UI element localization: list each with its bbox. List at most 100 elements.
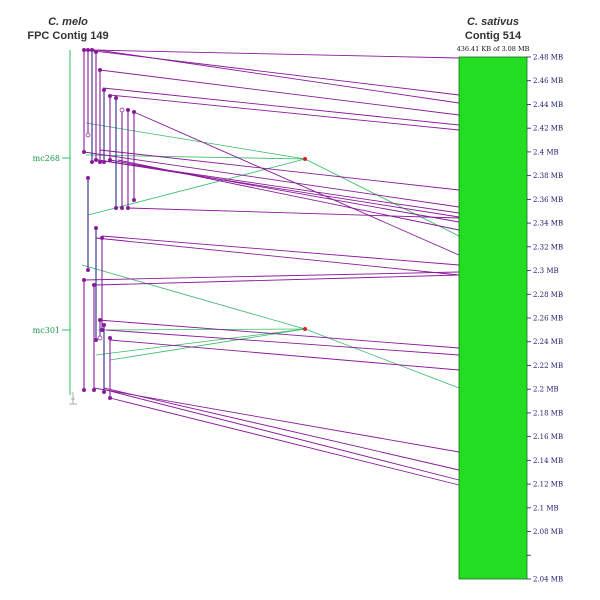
synteny-link-line xyxy=(83,151,460,208)
marker-label-mc268: mc268 xyxy=(33,154,60,163)
clone-end-dot xyxy=(82,388,86,392)
synteny-link-line xyxy=(95,274,460,286)
clone-end-dot xyxy=(98,318,102,322)
clone-end-dot xyxy=(90,160,94,164)
synteny-link-line xyxy=(103,160,460,218)
right-contig-title: Contig 514 xyxy=(465,30,522,42)
clone-end-dot xyxy=(82,150,86,154)
marker-hit-point xyxy=(303,327,307,331)
scale-tick-label: 2.22 MB xyxy=(533,362,563,370)
synteny-link-line xyxy=(105,389,460,481)
clone-end-dot xyxy=(94,338,98,342)
marker-link-line xyxy=(85,122,306,160)
synteny-link-line xyxy=(99,149,460,191)
marker-label-mc301: mc301 xyxy=(33,326,60,335)
clone-end-dot xyxy=(86,268,90,272)
synteny-link-line xyxy=(97,319,460,349)
scale-tick-label: 2.4 MB xyxy=(533,148,559,156)
clone-end-dot xyxy=(132,198,136,202)
clone-end-dot xyxy=(108,336,112,340)
scale-tick-label: 2.38 MB xyxy=(533,172,563,180)
clone-end-dot xyxy=(114,206,118,210)
synteny-link-line xyxy=(109,94,460,131)
clone-end-dot xyxy=(102,160,106,164)
synteny-link-line xyxy=(95,237,460,276)
marker-link-line xyxy=(304,328,460,389)
clone-end-dot xyxy=(126,108,130,112)
clone-end-dot xyxy=(98,160,102,164)
synteny-link-line xyxy=(109,339,460,371)
clone-open-end xyxy=(119,107,125,113)
scale-tick-label: 2.18 MB xyxy=(533,409,563,417)
left-contig-title: FPC Contig 149 xyxy=(27,30,108,42)
clone-end-dot xyxy=(114,96,118,100)
clone-end-dot xyxy=(90,48,94,52)
clone-end-dot xyxy=(120,206,124,210)
contig-bar xyxy=(458,56,528,580)
scale-tick-label: 2.36 MB xyxy=(533,196,563,204)
scale-tick-label: 2.04 MB xyxy=(533,576,563,584)
scale-tick-label: 2.44 MB xyxy=(533,101,563,109)
synteny-link-line xyxy=(97,49,460,104)
synteny-link-line xyxy=(93,387,460,453)
scale-tick-label: 2.3 MB xyxy=(533,267,559,275)
clone-end-dot xyxy=(94,226,98,230)
clone-open-end xyxy=(85,132,91,138)
clone-end-dot xyxy=(98,68,102,72)
clone-end-dot xyxy=(108,94,112,98)
scale-tick-label: 2.24 MB xyxy=(533,338,563,346)
clone-end-dot xyxy=(126,206,130,210)
synteny-link-line xyxy=(109,397,460,486)
synteny-link-line xyxy=(127,207,460,219)
synteny-link-line xyxy=(117,159,460,231)
scale-tick-label: 2.34 MB xyxy=(533,220,563,228)
clone-end-dot xyxy=(102,390,106,394)
scale-tick-label: 2.32 MB xyxy=(533,243,563,251)
clone-end-dot xyxy=(82,48,86,52)
scale-tick-label: 2.28 MB xyxy=(533,291,563,299)
scale-tick-label: 2.14 MB xyxy=(533,457,563,465)
scale-tick-label: 2.1 MB xyxy=(533,504,559,512)
clone-open-end xyxy=(97,335,103,341)
scale-tick-label: 2.42 MB xyxy=(533,125,563,133)
scale-tick-label: 2.16 MB xyxy=(533,433,563,441)
clone-end-dot xyxy=(86,176,90,180)
clone-end-dot xyxy=(102,323,106,327)
left-map-structure: mc268 mc301 xyxy=(33,50,77,405)
clone-end-dot xyxy=(108,158,112,162)
marker-link-line xyxy=(87,158,306,216)
clone-end-dot xyxy=(92,388,96,392)
clone-end-dot xyxy=(94,158,98,162)
scale-tick-label: 2.12 MB xyxy=(533,481,563,489)
scale-ticks: 2.48 MB2.46 MB2.44 MB2.42 MB2.4 MB2.38 M… xyxy=(527,54,563,584)
scale-tick-label: 2.2 MB xyxy=(533,386,559,394)
synteny-link-line xyxy=(101,235,460,266)
scale-tick-label: 2.26 MB xyxy=(533,315,563,323)
synteny-link-line xyxy=(97,159,460,214)
marker-link-line xyxy=(109,328,306,361)
clone-end-dot xyxy=(94,50,98,54)
synteny-link-line xyxy=(103,387,460,471)
marker-hit-point xyxy=(303,157,307,161)
clone-end-dot xyxy=(86,48,90,52)
clone-end-dot xyxy=(82,278,86,282)
synteny-link-line xyxy=(105,329,460,356)
synteny-link-line xyxy=(91,49,460,59)
marker-link-line xyxy=(81,264,306,330)
purple-link-group xyxy=(83,49,466,486)
left-species-title: C. melo xyxy=(48,16,88,28)
synteny-link-line xyxy=(99,69,460,116)
clone-end-dot xyxy=(100,236,104,240)
clone-end-dot xyxy=(108,396,112,400)
scale-tick-label: 2.46 MB xyxy=(533,77,563,85)
clone-end-dot xyxy=(132,110,136,114)
clone-group xyxy=(82,48,136,400)
clone-end-dot xyxy=(102,88,106,92)
clone-end-dot xyxy=(100,328,104,332)
clone-end-dot xyxy=(92,283,96,287)
right-species-title: C. sativus xyxy=(467,16,519,28)
marker-link-line xyxy=(304,158,460,237)
synteny-link-line xyxy=(102,87,460,126)
